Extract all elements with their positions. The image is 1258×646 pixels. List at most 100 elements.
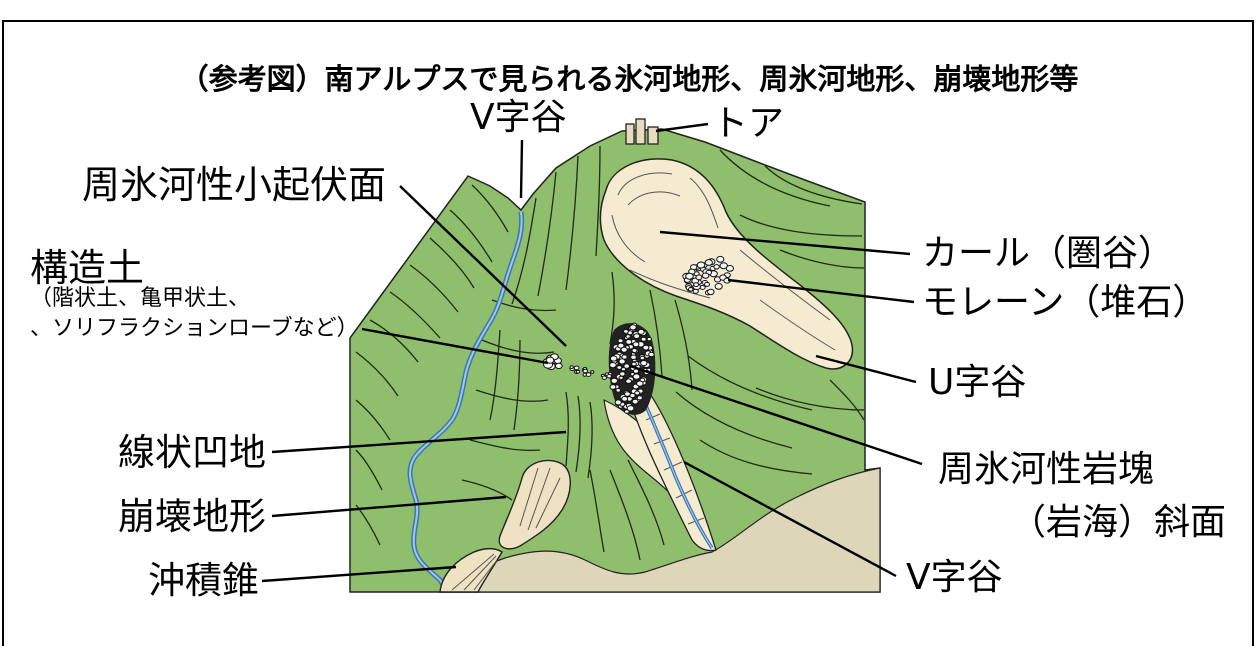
valley-floor (438, 467, 881, 593)
hachure-line (355, 449, 383, 491)
rock-sea-block (618, 375, 624, 380)
rock-sea-block (632, 373, 641, 380)
moraine-stone (688, 287, 694, 292)
patterned-ground-stone (606, 374, 612, 379)
rock-sea-block (624, 409, 630, 414)
hachure-line (565, 155, 579, 291)
hachure-line (739, 214, 863, 237)
hachure-line (471, 184, 509, 233)
rock-sea-block (619, 371, 626, 377)
rock-sea-block (617, 342, 625, 349)
collapse-scar-line (535, 477, 561, 529)
hachure-line (779, 249, 865, 269)
rock-sea-block (609, 355, 618, 362)
rock-sea-block (646, 336, 652, 342)
label-tor: トア (712, 103, 785, 144)
rock-sea-block (630, 354, 637, 360)
hachure-line (609, 271, 615, 345)
hachure-line (675, 391, 793, 449)
leader-line-alluvial-cone (261, 565, 457, 583)
linear-depression-line (575, 395, 581, 473)
patterned-ground-stone (545, 356, 555, 364)
rock-sea-block (636, 380, 644, 387)
hachure-line (409, 264, 459, 313)
label-alluvial-cone: 沖積錐 (148, 559, 259, 602)
cirque-contour (759, 299, 836, 351)
rock-sea-block (625, 339, 633, 345)
hachure-line (674, 299, 693, 391)
moraine-stone (685, 272, 694, 280)
rock-sea-block (642, 344, 650, 351)
linear-depression-line (587, 401, 593, 479)
stone-clusters (542, 255, 735, 414)
cirque-contours (611, 172, 836, 351)
label-u-valley: U字谷 (928, 362, 1027, 403)
patterned-ground-stone (590, 370, 595, 374)
rock-sea-block (629, 324, 637, 331)
alluvial-cone-line (463, 555, 497, 591)
cirque-contour (627, 191, 681, 206)
leader-line-periglacial-surface (399, 185, 567, 347)
hachure-line (355, 351, 399, 397)
hachure-line (481, 339, 555, 354)
tor-rock (647, 126, 659, 145)
label-patterned-ground-note-2: 、ソリフラクションローブなど） (30, 316, 359, 341)
moraine-stone (725, 265, 735, 272)
rock-sea-block (631, 348, 638, 353)
tor-rocks (625, 118, 659, 145)
rock-sea-block (631, 398, 639, 405)
hachure-line (755, 387, 865, 411)
rock-sea-block (623, 329, 629, 334)
label-linear-depression: 線状凹地 (118, 431, 266, 474)
v-valley-river-water (637, 387, 713, 549)
moraine-stone (693, 282, 699, 288)
moraine-stone (704, 259, 713, 266)
cirque-contour (617, 172, 673, 196)
hachure-line (355, 399, 391, 441)
rock-sea-block (621, 395, 629, 402)
rock-sea-block (621, 354, 628, 360)
patterned-ground-stone (554, 362, 563, 370)
hachure-line (369, 319, 419, 363)
hachure-line (461, 479, 513, 501)
leader-line-u-valley (815, 354, 917, 384)
patterned-ground-stone (573, 365, 580, 371)
linear-depression-line (565, 391, 569, 467)
moraine-stone (716, 255, 725, 263)
patterned-ground-stone (585, 372, 592, 377)
label-patterned-ground-note-1: （階状土、亀甲状土、 (30, 286, 251, 311)
v-valley-hatch (645, 413, 661, 421)
leader-line-linear-depression (271, 430, 567, 454)
rock-sea-block (648, 351, 655, 358)
rock-sea-block (616, 365, 623, 370)
cirque-contour (629, 269, 711, 299)
label-patterned-ground: 構造土 (30, 246, 145, 290)
hachure-line (449, 209, 493, 263)
leader-line-v-valley-top (519, 139, 524, 199)
collapse-scar-lines (519, 467, 561, 531)
hachure-line (719, 149, 831, 207)
label-v-valley-bottom: V字谷 (906, 557, 1003, 598)
hachure-line (589, 469, 605, 553)
linear-depression-lines (565, 391, 593, 479)
alluvial-cone-line (473, 559, 498, 591)
collapse-scar (498, 459, 571, 550)
hachure-line (511, 197, 537, 305)
rock-sea-block (609, 384, 617, 390)
hachure-line (764, 165, 863, 205)
hachure-line (355, 504, 381, 546)
rock-sea-block (620, 346, 628, 353)
rock-sea-block (614, 399, 622, 406)
leader-lines (261, 122, 923, 583)
label-block-slope-line-1: 周氷河性岩塊 (938, 449, 1155, 490)
rock-sea-block (640, 336, 647, 342)
cirque-contour (611, 214, 646, 263)
hachure-line (429, 237, 475, 289)
label-periglacial-low-relief-surface: 周氷河性小起伏面 (82, 163, 387, 207)
patterned-ground-stone (601, 375, 607, 380)
rock-sea-block (609, 362, 617, 369)
hachure-line (649, 289, 663, 377)
moraine-stone (714, 283, 723, 290)
hachure-line (595, 145, 601, 257)
alluvial-cone-line (451, 553, 495, 591)
